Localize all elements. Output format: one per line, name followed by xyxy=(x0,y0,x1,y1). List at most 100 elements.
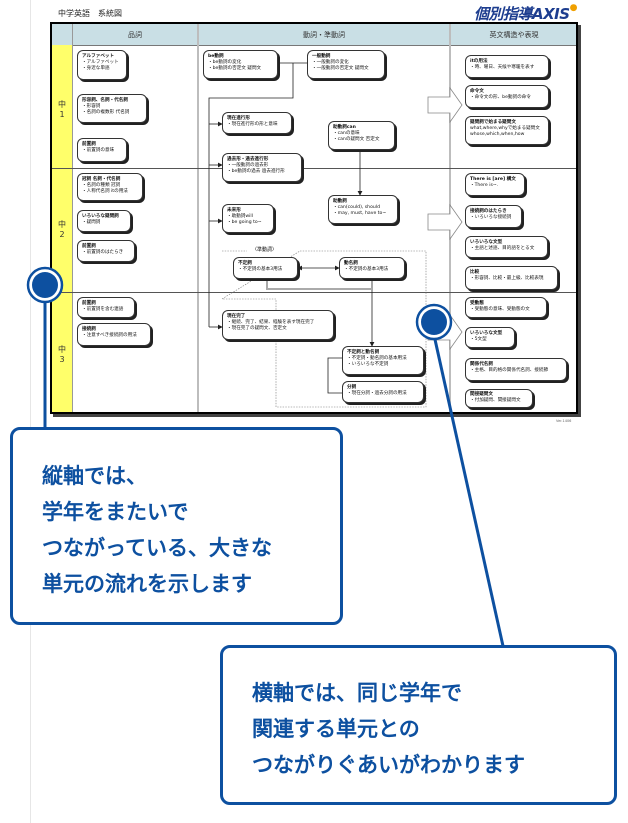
unit-body: ・不定詞の基本3用法 xyxy=(344,267,389,272)
unit-box: 前置詞・前置詞のはたらき xyxy=(77,240,135,262)
unit-title: アルファベット xyxy=(82,54,115,59)
unit-title: 不定詞と動名詞 xyxy=(347,350,380,355)
unit-body: ・現在進行形の形と意味 xyxy=(227,122,278,127)
document-title: 中学英語 系統図 xyxy=(58,9,122,18)
unit-box: itの用法・時、曜日、天候や寒暖を表す xyxy=(465,55,549,78)
unit-title: 分詞 xyxy=(347,385,357,390)
unit-body: ・形容詞、比較・最上級、比較表現 xyxy=(470,276,544,281)
unit-title: 疑問詞で始まる疑問文 xyxy=(470,120,516,125)
callout-text: 縦軸では、 学年をまたいで つながっている、大きな 単元の流れを示します xyxy=(42,464,272,596)
unit-box: いろいろな疑問詞・疑問詞 xyxy=(77,210,131,232)
diagram-frame xyxy=(50,22,578,414)
unit-body: ・There is~. xyxy=(470,183,499,188)
unit-title: 比較 xyxy=(470,270,480,275)
unit-title: 未来形 xyxy=(227,208,241,213)
unit-body: ・アルファベット ・身近な単語 xyxy=(82,60,119,71)
unit-title: 現在進行形 xyxy=(227,116,250,121)
unit-body: ・一般動詞の過去形 ・be動詞の過去 過去進行形 xyxy=(227,163,285,174)
page-edge xyxy=(30,0,31,823)
unit-box: 前置詞・前置詞の意味 xyxy=(77,138,127,162)
unit-box: いろいろな文型・主語と述語、目的語をとる文 xyxy=(465,236,548,258)
grade-label-3: 中 3 xyxy=(58,345,66,364)
unit-title: 受動態 xyxy=(470,301,484,306)
unit-body: ・形容詞 ・名詞の複数形 代名詞 xyxy=(82,104,130,115)
unit-box: 接続詞・注意すべき接続詞の用法 xyxy=(77,323,151,346)
row-divider xyxy=(52,292,576,293)
unit-box: 助動詞・can(could), should ・may, must, have … xyxy=(328,195,398,224)
unit-title: 間接疑問文 xyxy=(470,392,493,397)
unit-body: what,where,whyで始まる疑問文 whose,which,when,h… xyxy=(470,126,540,137)
column-divider xyxy=(72,24,73,412)
unit-box: 分詞・現在分詞・過去分詞の用法 xyxy=(342,381,424,403)
unit-box: 一般動詞・一般動詞の変化 ・一般動詞の否定文 疑問文 xyxy=(307,50,385,79)
unit-title: 接続詞 xyxy=(82,327,96,332)
unit-box: いろいろな文型・5文型 xyxy=(465,327,515,348)
unit-box: 過去形・過去進行形・一般動詞の過去形 ・be動詞の過去 過去進行形 xyxy=(222,153,302,182)
group-label-verbals: 〈準動詞〉 xyxy=(250,246,280,253)
unit-title: 過去形・過去進行形 xyxy=(227,157,269,162)
unit-title: 現在完了 xyxy=(227,314,246,319)
unit-body: ・受動態の意味、受動態の文 xyxy=(470,307,530,312)
column-header-structures: 英文構造や表現 xyxy=(489,31,539,39)
unit-box: be動詞・be動詞の変化 ・be動詞の否定文 疑問文 xyxy=(203,50,278,79)
unit-body: ・付加疑問、間接疑問文 xyxy=(470,398,521,403)
unit-body: ・canの意味 ・canの疑問文 否定文 xyxy=(333,131,380,142)
unit-box: 現在完了・継続、完了、結果、経験を表す現在完了 ・現在完了の疑問文、否定文 xyxy=(222,310,334,340)
unit-title: 一般動詞 xyxy=(312,54,331,59)
unit-title: いろいろな疑問詞 xyxy=(82,214,119,219)
unit-body: ・be動詞の変化 ・be動詞の否定文 疑問文 xyxy=(208,60,262,71)
unit-body: ・時、曜日、天候や寒暖を表す xyxy=(470,65,535,70)
callout-horizontal-axis: 横軸では、同じ学年で 関連する単元との つながりぐあいがわかります xyxy=(220,645,617,805)
unit-title: 前置詞 xyxy=(82,142,96,147)
unit-box: 助動詞can・canの意味 ・canの疑問文 否定文 xyxy=(328,121,395,150)
unit-box: 比較・形容詞、比較・最上級、比較表現 xyxy=(465,266,558,290)
unit-box: 冠詞 名詞・代名詞・名詞の種類 冠詞 ・人称代名詞 itの用法 xyxy=(77,173,143,201)
grade-label-2: 中 2 xyxy=(58,220,66,239)
unit-body: ・疑問詞 xyxy=(82,220,101,225)
unit-box: There is [are] 構文・There is~. xyxy=(465,173,525,196)
row-divider xyxy=(52,168,576,169)
unit-body: ・名詞の種類 冠詞 ・人称代名詞 itの用法 xyxy=(82,183,128,194)
column-header-parts-of-speech: 品詞 xyxy=(128,31,142,39)
unit-body: ・注意すべき接続詞の用法 xyxy=(82,333,137,338)
logo: 個別指導AXIS● xyxy=(474,3,577,23)
unit-body: ・前置詞を含む連語 xyxy=(82,307,124,312)
unit-box: アルファベット・アルファベット ・身近な単語 xyxy=(77,50,127,80)
unit-box: 前置詞・前置詞を含む連語 xyxy=(77,297,135,318)
unit-title: いろいろな文型 xyxy=(470,331,503,336)
unit-body: ・主格、目的格の関係代名詞、接続節 xyxy=(470,368,549,373)
callout-text: 横軸では、同じ学年で 関連する単元との つながりぐあいがわかります xyxy=(252,681,525,777)
unit-body: ・一般動詞の変化 ・一般動詞の否定文 疑問文 xyxy=(312,60,369,71)
unit-body: ・継続、完了、結果、経験を表す現在完了 ・現在完了の疑問文、否定文 xyxy=(227,320,315,331)
callout-vertical-axis: 縦軸では、 学年をまたいで つながっている、大きな 単元の流れを示します xyxy=(10,427,343,625)
unit-box: 未来形・助動詞will ・be going to~ xyxy=(222,204,274,233)
unit-title: 形容詞、名詞・代名詞 xyxy=(82,98,128,103)
version-label: Ver.1406 xyxy=(556,419,572,423)
unit-title: 接続詞のはたらき xyxy=(470,209,507,214)
callout-pointers xyxy=(26,266,505,647)
unit-box: 形容詞、名詞・代名詞・形容詞 ・名詞の複数形 代名詞 xyxy=(77,94,147,123)
unit-body: ・主語と述語、目的語をとる文 xyxy=(470,246,535,251)
unit-title: 助動詞 xyxy=(333,199,347,204)
unit-body: ・5文型 xyxy=(470,337,487,342)
unit-box: 動名詞・不定詞の基本3用法 xyxy=(339,257,405,279)
unit-body: ・現在分詞・過去分詞の用法 xyxy=(347,391,407,396)
unit-body: ・命令文の形、be動詞の命令 xyxy=(470,95,531,100)
unit-box: 命令文・命令文の形、be動詞の命令 xyxy=(465,85,549,108)
unit-title: be動詞 xyxy=(208,54,224,59)
column-divider xyxy=(197,24,199,412)
unit-body: ・不定詞・動名詞の基本用法 ・いろいろな不定詞 xyxy=(347,356,407,367)
unit-title: 前置詞 xyxy=(82,244,96,249)
unit-title: 冠詞 名詞・代名詞 xyxy=(82,177,121,182)
unit-box: 受動態・受動態の意味、受動態の文 xyxy=(465,297,547,318)
unit-box: 不定詞・不定詞の基本3用法 xyxy=(233,257,298,279)
column-header-band xyxy=(52,24,576,46)
unit-title: 動名詞 xyxy=(344,261,358,266)
unit-title: There is [are] 構文 xyxy=(470,177,516,182)
grade-label-1: 中 1 xyxy=(58,100,66,119)
unit-body: ・前置詞の意味 xyxy=(82,148,115,153)
unit-body: ・can(could), should ・may, must, have to~ xyxy=(333,205,387,216)
unit-box: 関係代名詞・主格、目的格の関係代名詞、接続節 xyxy=(465,358,567,381)
